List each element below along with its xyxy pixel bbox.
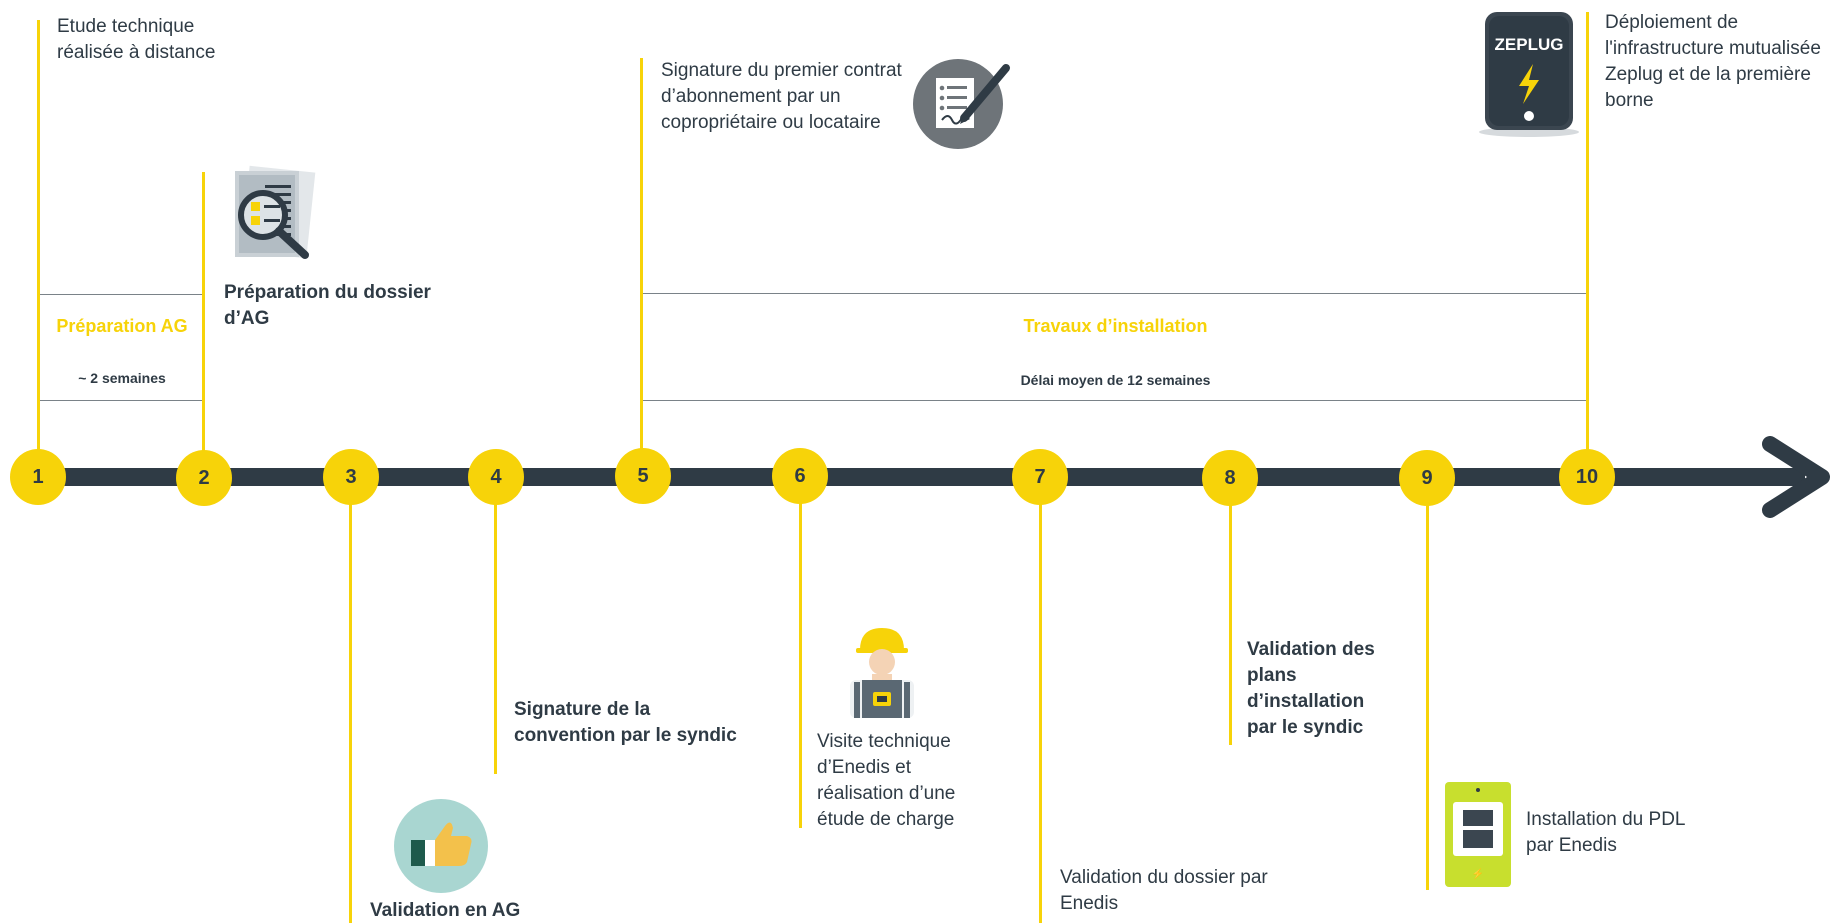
phase2-duration: Délai moyen de 12 semaines (1020, 372, 1211, 388)
zeplug-charger-icon: ZEPLUG (1479, 12, 1579, 137)
thumbs-up-icon (394, 799, 488, 893)
magnifier-document-icon (235, 165, 316, 259)
step8-connector (1229, 480, 1232, 745)
contract-signature-icon (913, 59, 1010, 149)
arrow-head-icon (1762, 436, 1830, 518)
step5-connector (640, 58, 643, 460)
phase2-bottom-line (643, 400, 1588, 401)
zeplug-logo: ZEPLUG (1495, 35, 1564, 54)
step9-text: Installation du PDL par Enedis (1526, 809, 1685, 856)
step8-text: Validation des plans d’installation par … (1247, 639, 1375, 738)
step-circle-6: 6 (772, 448, 828, 504)
step-circle-4: 4 (468, 449, 524, 505)
step-circle-10: 10 (1559, 449, 1615, 505)
step-circle-8: 8 (1202, 450, 1258, 506)
step10-connector (1586, 12, 1589, 460)
step4-connector (494, 480, 497, 774)
step-circle-1: 1 (10, 449, 66, 505)
step5-text: Signature du premier contrat d’abonnemen… (661, 60, 902, 133)
step2-text: Préparation du dossier d’AG (224, 282, 431, 329)
step2-connector (202, 172, 205, 460)
step-circle-9: 9 (1399, 450, 1455, 506)
step1-connector (37, 20, 40, 460)
step6-text: Visite technique d’Enedis et réalisation… (817, 731, 956, 830)
step10-text: Déploiement de l'infrastructure mutualis… (1605, 12, 1821, 111)
step3-connector (349, 480, 352, 923)
timeline-bar (30, 468, 1805, 486)
step-circle-2: 2 (176, 450, 232, 506)
phase1-top-line (40, 294, 204, 295)
phase2-label: Travaux d’installation (1023, 316, 1208, 336)
step3-text: Validation en AG (370, 900, 521, 921)
phase1-label: Préparation AG (56, 316, 188, 336)
svg-text:⚡: ⚡ (1472, 867, 1484, 880)
step-circle-3: 3 (323, 449, 379, 505)
step1-text: Etude technique réalisée à distance (57, 16, 216, 63)
step9-connector (1426, 480, 1429, 890)
phase1-bottom-line (40, 400, 204, 401)
phase2-top-line (643, 293, 1588, 294)
step7-text: Validation du dossier par Enedis (1060, 867, 1268, 914)
phase1-duration: ~ 2 semaines (78, 370, 166, 386)
step-circle-7: 7 (1012, 449, 1068, 505)
step7-connector (1039, 480, 1042, 923)
step-circle-5: 5 (615, 448, 671, 504)
technician-icon (850, 628, 914, 718)
step4-text: Signature de la convention par le syndic (514, 699, 737, 746)
electric-meter-icon: ⚡ (1445, 782, 1511, 887)
step6-connector (799, 480, 802, 828)
